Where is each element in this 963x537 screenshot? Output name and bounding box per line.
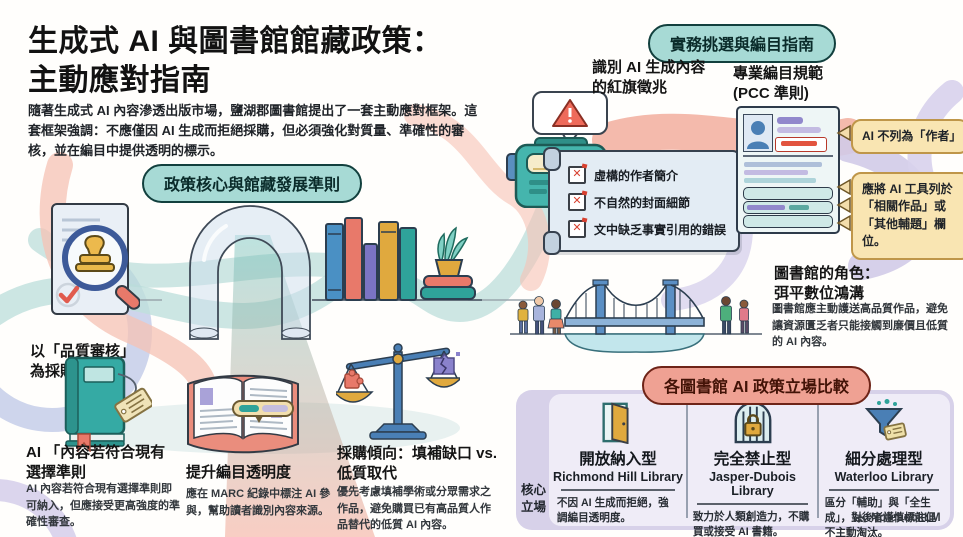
slot-bar <box>789 204 809 210</box>
library-name: Waterloo Library <box>834 470 934 484</box>
catalog-card <box>736 106 840 234</box>
library-column-waterloo: 細分處理型 Waterloo Library 區分「輔助」與「全生成」，對後者謹… <box>821 398 947 537</box>
slot-bar <box>747 204 785 210</box>
comparison-row-label: 核心 立場 <box>521 483 547 514</box>
red-flag-item: ✕ 文中缺乏事實引用的錯誤 <box>568 220 728 238</box>
card-bar <box>744 170 808 175</box>
library-name: Richmond Hill Library <box>553 470 683 484</box>
book-tag-icon <box>64 356 152 452</box>
people-right <box>720 296 749 335</box>
policy-section-badge: 政策核心與館藏發展準則 <box>142 164 363 203</box>
column-divider <box>817 404 819 518</box>
arrow-left-icon <box>836 178 851 196</box>
red-flag-label: 不自然的封面細節 <box>594 195 691 210</box>
red-flag-label: 虛構的作者簡介 <box>594 168 679 183</box>
bridge-digital-divide-illustration <box>510 279 762 353</box>
open-book-icon <box>187 374 299 454</box>
library-type: 開放納入型 <box>579 451 657 468</box>
person-icon <box>747 121 769 149</box>
card-slot <box>743 215 833 228</box>
watermark-label: NotebookLM <box>871 512 941 524</box>
card-slot <box>743 201 833 214</box>
red-x-checkbox-icon: ✕ <box>568 193 586 211</box>
avatar <box>743 114 773 152</box>
library-column-jasper-dubois: 完全禁止型 Jasper-Dubois Library 致力於人類創造力，不購買… <box>689 398 816 537</box>
column-divider <box>686 404 688 518</box>
card-bar <box>777 127 821 133</box>
open-door-icon <box>602 402 629 444</box>
library-type: 細分處理型 <box>845 451 923 468</box>
bookshelf-decoration <box>312 217 482 301</box>
red-flags-scroll: ✕ 虛構的作者簡介 ✕ 不自然的封面細節 ✕ 文中缺乏事實引用的錯誤 <box>543 147 740 255</box>
column-rule <box>696 503 809 505</box>
balance-scale-icon <box>336 343 460 440</box>
card-author-field <box>775 137 827 152</box>
acquisition-title: 採購傾向：填補缺口 vs. 低質取代 <box>337 445 498 482</box>
arrow-left-icon <box>836 196 851 214</box>
library-stance: 區分「輔助」與「全生成」，對後者謹慎標註但不主動淘汰。 <box>824 497 937 537</box>
transparency-title: 提升編目透明度 <box>186 464 292 481</box>
funnel-tag-icon <box>864 399 907 441</box>
red-flag-item: ✕ 不自然的封面細節 <box>568 193 728 211</box>
practice-section-badge: 實務挑選與編目指南 <box>648 24 837 63</box>
card-author-redline <box>781 141 817 146</box>
red-flag-item: ✕ 虛構的作者簡介 <box>568 166 728 184</box>
card-bar <box>777 117 803 124</box>
library-name: Jasper-Dubois Library <box>709 470 796 498</box>
locked-gate-icon <box>734 401 771 444</box>
red-flags-title: 識別 AI 生成內容 的紅旗徵兆 <box>592 59 706 96</box>
inclusion-body: AI 內容若符合現有選擇準則即可納入，但應接受更高強度的準確性審查。 <box>26 483 180 528</box>
column-rule <box>560 489 676 491</box>
quality-review-icon <box>51 203 140 315</box>
transparency-body: 應在 MARC 紀錄中標注 AI 參與，幫助讀者識別內容來源。 <box>186 488 331 517</box>
red-x-checkbox-icon: ✕ <box>568 220 586 238</box>
pcc-title: 專業編目規範 (PCC 準則) <box>733 65 824 102</box>
callout-ai-tool-fields: 應將 AI 工具列於「相關作品」或「其他輔題」欄位。 <box>851 172 963 260</box>
arrow-left-icon <box>836 124 851 142</box>
red-x-checkbox-icon: ✕ <box>568 166 586 184</box>
card-bar <box>744 162 822 167</box>
intro-paragraph: 隨著生成式 AI 內容滲透出版市場，鹽湖郡圖書館提出了一套主動應對框架。這套框架… <box>28 103 478 159</box>
library-stance: 不因 AI 生成而拒絕，強調編目透明度。 <box>556 497 669 525</box>
card-divider <box>743 155 833 157</box>
library-role-body: 圖書館應主動護送高品質作品，避免讓資源匱乏者只能接觸到廉價且低質的 AI 內容。 <box>772 303 948 348</box>
library-type: 完全禁止型 <box>713 451 792 468</box>
card-bar <box>744 178 816 183</box>
library-stance: 致力於人類創造力，不購買或接受 AI 書籍。 <box>692 511 810 537</box>
library-role-title: 圖書館的角色： 弭平數位鴻溝 <box>774 265 880 302</box>
card-slot <box>743 187 833 200</box>
column-rule <box>828 489 940 491</box>
library-column-richmond-hill: 開放納入型 Richmond Hill Library 不因 AI 生成而拒絕，… <box>553 398 683 526</box>
callout-ai-not-author: AI 不列為「作者」 <box>851 119 963 155</box>
acquisition-body: 優先考慮填補學術或分眾需求之作品，避免購買已有高品質人作品替代的低質 AI 內容… <box>337 486 491 531</box>
page-title: 生成式 AI 與圖書館館藏政策： 主動應對指南 <box>28 25 443 97</box>
people-left <box>517 296 565 335</box>
watermark: NotebookLM <box>853 512 941 524</box>
comparison-section-badge: 各圖書館 AI 政策立場比較 <box>642 366 871 405</box>
glass-arch-decoration <box>189 205 311 340</box>
red-flag-label: 文中缺乏事實引用的錯誤 <box>594 222 727 237</box>
arrow-left-icon <box>836 214 851 232</box>
inclusion-title: AI 「內容若符合現有 選擇準則 <box>26 444 166 481</box>
notebooklm-logo-icon <box>854 515 866 522</box>
